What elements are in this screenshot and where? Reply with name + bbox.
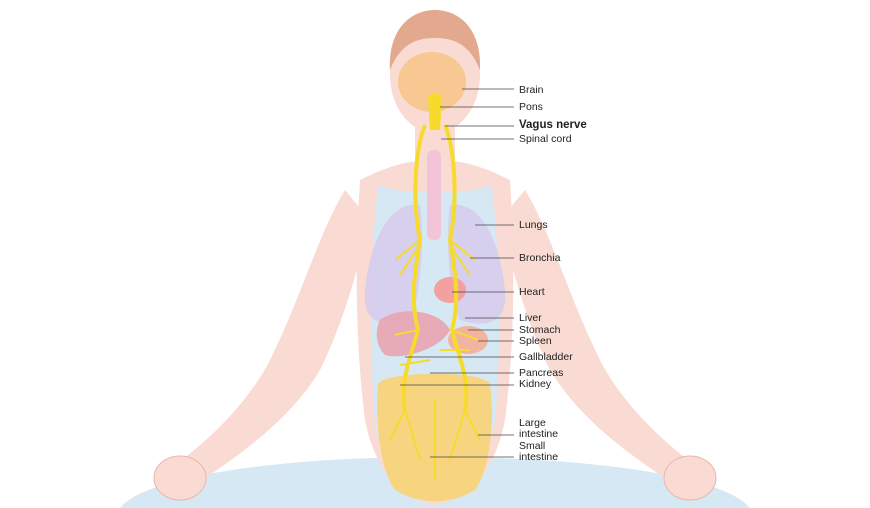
label-heart: Heart: [519, 286, 545, 298]
vagus-nerve-left: [401, 124, 427, 411]
nerve-branches: [389, 239, 481, 480]
label-brain: Brain: [519, 84, 544, 96]
spinal-cord: [427, 150, 441, 240]
label-lungs: Lungs: [519, 219, 548, 231]
left-arm: [175, 190, 370, 485]
heart: [434, 277, 466, 303]
vagus-nerve-right: [443, 124, 469, 411]
left-lung: [364, 204, 422, 324]
label-vagus-nerve: Vagus nerve: [519, 119, 587, 131]
left-hand: [153, 455, 207, 501]
label-spinal-cord: Spinal cord: [519, 133, 572, 145]
label-pancreas: Pancreas: [519, 367, 564, 379]
label-liver: Liver: [519, 312, 542, 324]
pons: [428, 93, 442, 130]
label-small-intestine-line1: Small: [519, 440, 546, 452]
right-arm: [500, 190, 695, 485]
hair: [389, 10, 481, 70]
liver: [376, 311, 450, 357]
label-spleen: Spleen: [519, 335, 552, 347]
label-small-intestine-line2: intestine: [519, 451, 559, 463]
label-large-intestine-line1: Large: [519, 417, 546, 429]
label-pons: Pons: [519, 101, 543, 113]
label-gallbladder: Gallbladder: [519, 351, 573, 363]
right-hand: [663, 455, 717, 501]
label-bronchia: Bronchia: [519, 252, 561, 264]
label-large-intestine-line2: intestine: [519, 428, 559, 440]
brain: [398, 52, 466, 112]
label-stomach: Stomach: [519, 324, 561, 336]
label-kidney: Kidney: [519, 378, 552, 390]
leader-lines: [400, 88, 514, 458]
